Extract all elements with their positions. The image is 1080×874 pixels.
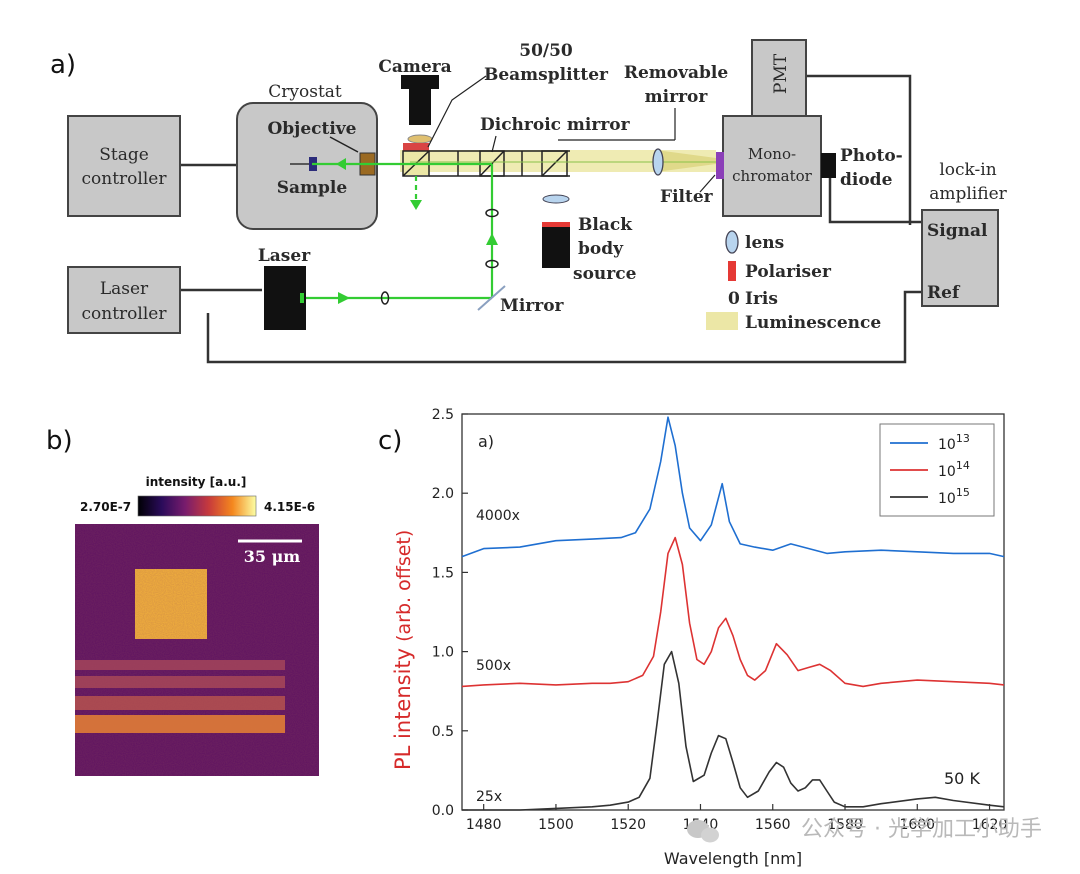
cable-wires bbox=[180, 74, 922, 364]
mirror-label: Mirror bbox=[500, 296, 565, 316]
y-tick-label: 2.0 bbox=[432, 486, 454, 502]
photodiode-label-2: diode bbox=[840, 170, 893, 190]
stage-controller-label-2: controller bbox=[82, 169, 168, 189]
blackbody-label-1: Black bbox=[578, 215, 633, 235]
ref-label: Ref bbox=[927, 283, 961, 303]
legend-polariser-label: Polariser bbox=[745, 262, 832, 282]
removable-mirror-label-1: Removable bbox=[624, 63, 729, 83]
sample-label: Sample bbox=[277, 178, 348, 198]
x-tick-label: 1620 bbox=[972, 817, 1008, 833]
legend-iris-label: Iris bbox=[745, 289, 778, 309]
watermark-text: 公众号 · 光学加工小助手 bbox=[801, 817, 1042, 842]
monochromator-label-2: chromator bbox=[732, 167, 812, 185]
panel-label-a: a) bbox=[50, 50, 76, 80]
cryostat-label: Cryostat bbox=[268, 82, 342, 102]
colorbar-min: 2.70E-7 bbox=[80, 500, 131, 514]
colorbar bbox=[137, 495, 257, 517]
series-line-10-14 bbox=[461, 536, 1005, 688]
colorbar-max: 4.15E-6 bbox=[264, 500, 315, 514]
monochromator-label-1: Mono- bbox=[748, 145, 796, 163]
laser-box bbox=[264, 266, 306, 330]
filter-label: Filter bbox=[660, 187, 714, 207]
blackbody-source bbox=[542, 222, 570, 268]
series-scale-label: 500x bbox=[476, 658, 511, 674]
scale-labels: 4000x 500x 25x bbox=[476, 508, 520, 805]
y-ticks: 0.0 0.5 1.0 1.5 2.0 2.5 bbox=[432, 407, 468, 819]
pl-spectra-chart: 0.00.51.01.52.02.5 148015001520154015601… bbox=[391, 407, 1007, 868]
camera-label: Camera bbox=[378, 57, 451, 77]
y-tick-label: 0.5 bbox=[432, 724, 454, 740]
series-lines bbox=[461, 416, 1005, 811]
panel-label-b: b) bbox=[46, 426, 73, 456]
legend-luminescence-icon bbox=[706, 312, 738, 330]
y-tick-label: 1.5 bbox=[432, 565, 454, 581]
filter-element bbox=[716, 152, 724, 179]
pl-intensity-map bbox=[75, 524, 319, 776]
removable-mirror-label-2: mirror bbox=[645, 87, 709, 107]
beamsplitter-label-1: 50/50 bbox=[519, 41, 573, 61]
signal-label: Signal bbox=[927, 221, 988, 241]
chart-legend: 1013 1014 1015 bbox=[879, 423, 995, 517]
legend-polariser-icon bbox=[728, 261, 736, 281]
lockin-box bbox=[921, 209, 999, 307]
mirror-element bbox=[477, 285, 506, 311]
blackbody-lens bbox=[542, 194, 570, 204]
legend-lens-label: lens bbox=[745, 233, 784, 253]
monochromator-box bbox=[722, 115, 822, 217]
x-ticks: 14801500152015401560158016001620 bbox=[466, 804, 1008, 833]
dichroic-label: Dichroic mirror bbox=[480, 115, 631, 135]
lockin-label-1: lock-in bbox=[939, 160, 996, 180]
legend-entry: 1014 bbox=[938, 459, 970, 480]
x-tick-label: 1600 bbox=[899, 817, 935, 833]
laser-label: Laser bbox=[258, 246, 311, 266]
x-tick-label: 1480 bbox=[466, 817, 502, 833]
legend-iris-icon: 0 bbox=[728, 289, 740, 309]
laser-controller-label-2: controller bbox=[82, 304, 168, 324]
series-line-10-15 bbox=[462, 650, 1005, 811]
legend-lens-icon bbox=[725, 230, 739, 254]
y-tick-label: 2.5 bbox=[432, 407, 454, 423]
beam-lens bbox=[652, 148, 664, 176]
legend-entry: 1013 bbox=[938, 432, 970, 453]
photodiode-element bbox=[821, 153, 836, 178]
x-tick-label: 1580 bbox=[827, 817, 863, 833]
temperature-label: 50 K bbox=[944, 769, 980, 788]
blackbody-label-2: body bbox=[578, 239, 624, 259]
legend-entry: 1015 bbox=[938, 486, 970, 507]
panel-label-c: c) bbox=[378, 426, 402, 456]
x-tick-label: 1560 bbox=[755, 817, 791, 833]
colorbar-title: intensity [a.u.] bbox=[146, 475, 247, 489]
scalebar-label: 35 μm bbox=[244, 547, 301, 566]
pmt-label: PMT bbox=[771, 53, 791, 94]
stage-controller-box bbox=[67, 115, 181, 217]
camera-lens bbox=[407, 134, 433, 144]
blackbody-label-3: source bbox=[573, 264, 637, 284]
photodiode-label-1: Photo- bbox=[840, 146, 903, 166]
objective-label: Objective bbox=[267, 119, 356, 139]
stage-controller-label-1: Stage bbox=[99, 145, 149, 165]
legend-luminescence-label: Luminescence bbox=[745, 313, 881, 333]
beamsplitter-label-2: Beamsplitter bbox=[484, 65, 609, 85]
chart-inner-label: a) bbox=[478, 432, 494, 451]
series-scale-label: 4000x bbox=[476, 508, 520, 524]
y-tick-label: 0.0 bbox=[432, 803, 454, 819]
laser-controller-label-1: Laser bbox=[100, 279, 149, 299]
series-line-10-13 bbox=[461, 416, 1005, 558]
y-tick-label: 1.0 bbox=[432, 645, 454, 661]
y-axis-label: PL intensity(arb. offset) bbox=[391, 530, 415, 770]
x-tick-label: 1520 bbox=[610, 817, 646, 833]
x-axis-label: Wavelength [nm] bbox=[664, 849, 802, 868]
series-scale-label: 25x bbox=[476, 789, 502, 805]
x-tick-label: 1500 bbox=[538, 817, 574, 833]
laser-controller-box bbox=[67, 266, 181, 334]
lockin-label-2: amplifier bbox=[929, 184, 1007, 204]
cryostat-box bbox=[236, 102, 378, 230]
wechat-icon bbox=[687, 820, 719, 843]
